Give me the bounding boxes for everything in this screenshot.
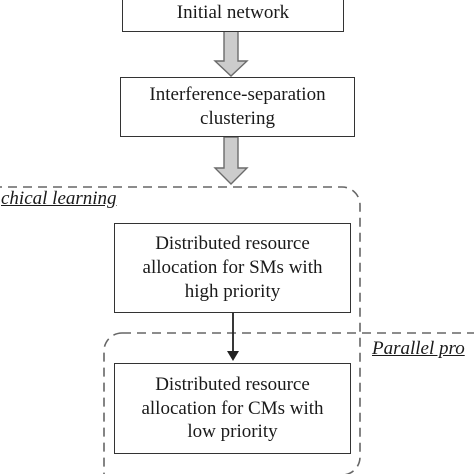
block-arrow-clustering-to-group (213, 136, 249, 185)
block-arrow-initial-to-clustering (213, 30, 249, 77)
initial-network-label: Initial network (176, 2, 290, 24)
parallel-group-label: Parallel pro (369, 338, 468, 360)
cm-allocation-label: Distributed resource allocation for CMs … (141, 373, 324, 443)
sm-allocation-box: Distributed resource allocation for SMs … (114, 223, 351, 313)
clustering-box: Interference-separation clustering (120, 77, 355, 137)
parallel-group-border (103, 332, 474, 474)
cm-allocation-box: Distributed resource allocation for CMs … (114, 363, 351, 454)
hierarchical-group-border (0, 186, 361, 474)
hierarchical-group-label: chical learning (0, 188, 120, 210)
arrow-sm-to-cm-head (227, 351, 239, 361)
initial-network-box: Initial network (122, 0, 344, 32)
sm-allocation-label: Distributed resource allocation for SMs … (142, 233, 323, 302)
clustering-label: Interference-separation clustering (149, 84, 326, 129)
